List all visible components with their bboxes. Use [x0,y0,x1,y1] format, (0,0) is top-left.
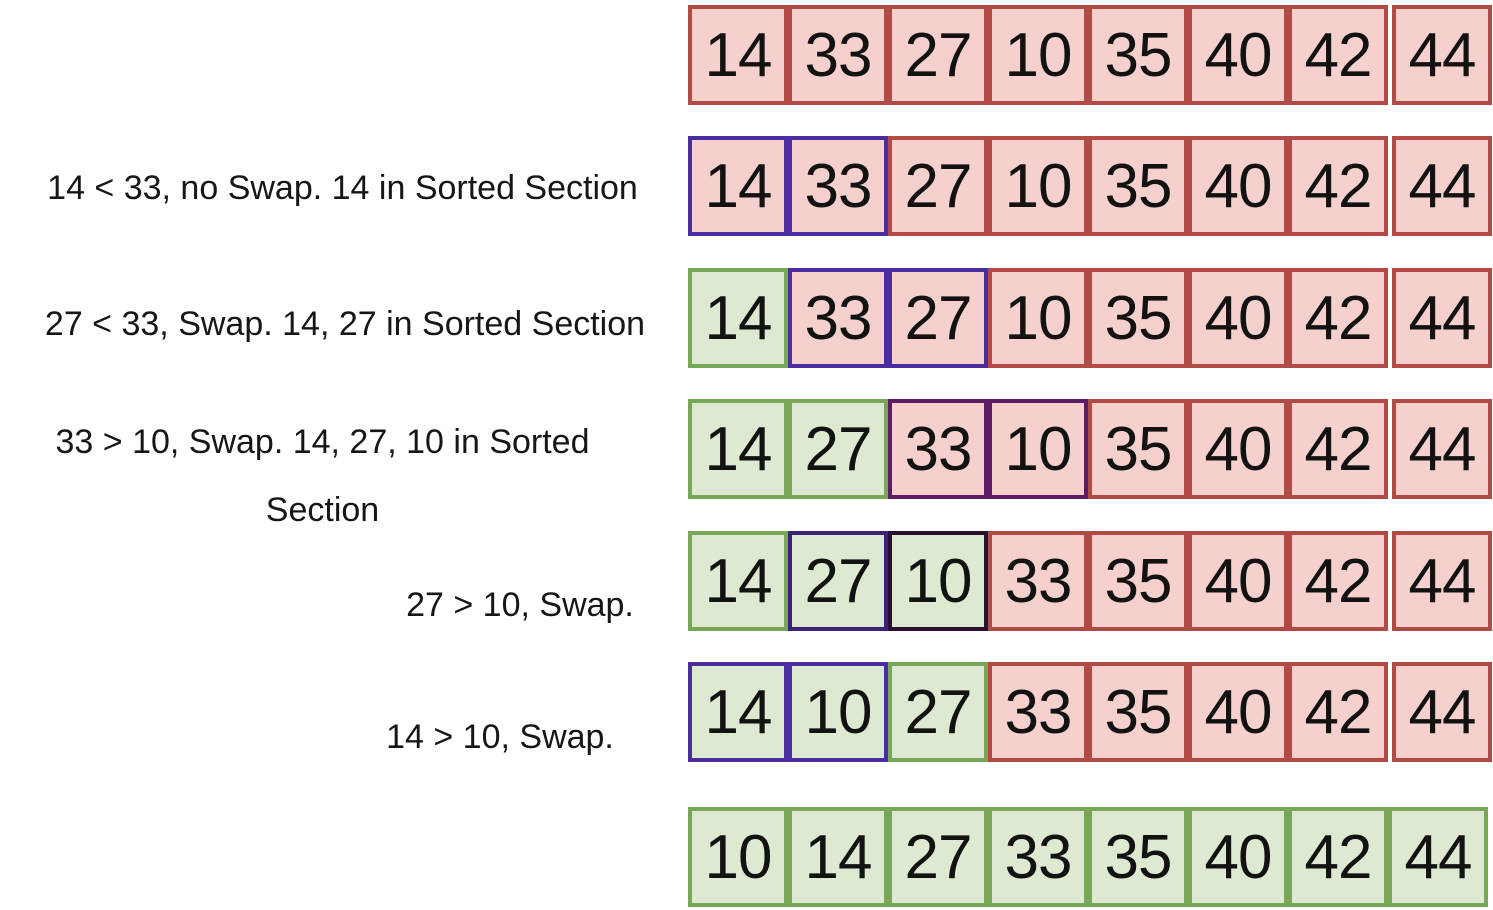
array-cell: 42 [1288,5,1388,105]
array-cell: 14 [788,807,888,907]
step-label-4: 27 > 10, Swap. [406,586,634,624]
array-row-step-5: 14 10 27 33 35 40 42 44 [688,662,1492,762]
step-label-3: 33 > 10, Swap. 14, 27, 10 in Sorted Sect… [0,408,645,544]
array-row-step-3: 14 27 33 10 35 40 42 44 [688,399,1492,499]
array-cell: 10 [788,662,888,762]
step-label-5: 14 > 10, Swap. [386,718,614,756]
array-cell: 14 [688,268,788,368]
array-cell: 40 [1188,531,1288,631]
array-cell: 44 [1388,807,1488,907]
array-cell: 44 [1392,531,1492,631]
array-cell: 27 [888,662,988,762]
step-label-3-line-1: 33 > 10, Swap. 14, 27, 10 in Sorted [55,423,590,461]
array-cell: 42 [1288,807,1388,907]
array-cell: 27 [888,807,988,907]
array-cell: 42 [1288,531,1388,631]
array-cell: 42 [1288,136,1388,236]
array-row-step-4: 14 27 10 33 35 40 42 44 [688,531,1492,631]
array-cell: 42 [1288,662,1388,762]
array-cell: 44 [1392,136,1492,236]
array-cell: 14 [688,136,788,236]
array-cell: 33 [788,5,888,105]
array-cell: 35 [1088,807,1188,907]
array-cell: 35 [1088,662,1188,762]
step-label-2: 27 < 33, Swap. 14, 27 in Sorted Section [44,305,646,343]
array-cell: 40 [1188,268,1288,368]
array-cell: 33 [988,531,1088,631]
array-cell: 10 [688,807,788,907]
array-cell: 40 [1188,5,1288,105]
array-cell: 33 [788,268,888,368]
array-cell: 27 [788,399,888,499]
array-cell: 35 [1088,5,1188,105]
array-cell: 40 [1188,662,1288,762]
array-cell: 10 [988,268,1088,368]
array-row-step-2: 14 33 27 10 35 40 42 44 [688,268,1492,368]
array-cell: 44 [1392,662,1492,762]
array-row-initial: 14 33 27 10 35 40 42 44 [688,5,1492,105]
array-cell: 42 [1288,399,1388,499]
array-cell: 44 [1392,268,1492,368]
step-label-3-line-2: Section [265,491,380,529]
array-cell: 44 [1392,399,1492,499]
array-cell: 10 [988,136,1088,236]
array-cell: 14 [688,399,788,499]
array-cell: 27 [888,5,988,105]
array-cell: 10 [988,399,1088,499]
array-cell: 14 [688,5,788,105]
array-cell: 33 [888,399,988,499]
array-cell: 40 [1188,399,1288,499]
array-cell: 27 [788,531,888,631]
array-cell: 35 [1088,268,1188,368]
array-cell: 40 [1188,136,1288,236]
array-cell: 40 [1188,807,1288,907]
array-cell: 35 [1088,399,1188,499]
array-cell: 27 [888,268,988,368]
array-cell: 33 [988,807,1088,907]
array-cell: 35 [1088,136,1188,236]
array-cell: 10 [988,5,1088,105]
array-cell: 14 [688,662,788,762]
array-cell: 10 [888,531,988,631]
array-cell: 35 [1088,531,1188,631]
array-cell: 44 [1392,5,1492,105]
array-cell: 33 [788,136,888,236]
array-row-final: 10 14 27 33 35 40 42 44 [688,807,1488,907]
array-row-step-1: 14 33 27 10 35 40 42 44 [688,136,1492,236]
array-cell: 33 [988,662,1088,762]
array-cell: 14 [688,531,788,631]
step-label-1: 14 < 33, no Swap. 14 in Sorted Section [47,169,638,207]
array-cell: 42 [1288,268,1388,368]
array-cell: 27 [888,136,988,236]
